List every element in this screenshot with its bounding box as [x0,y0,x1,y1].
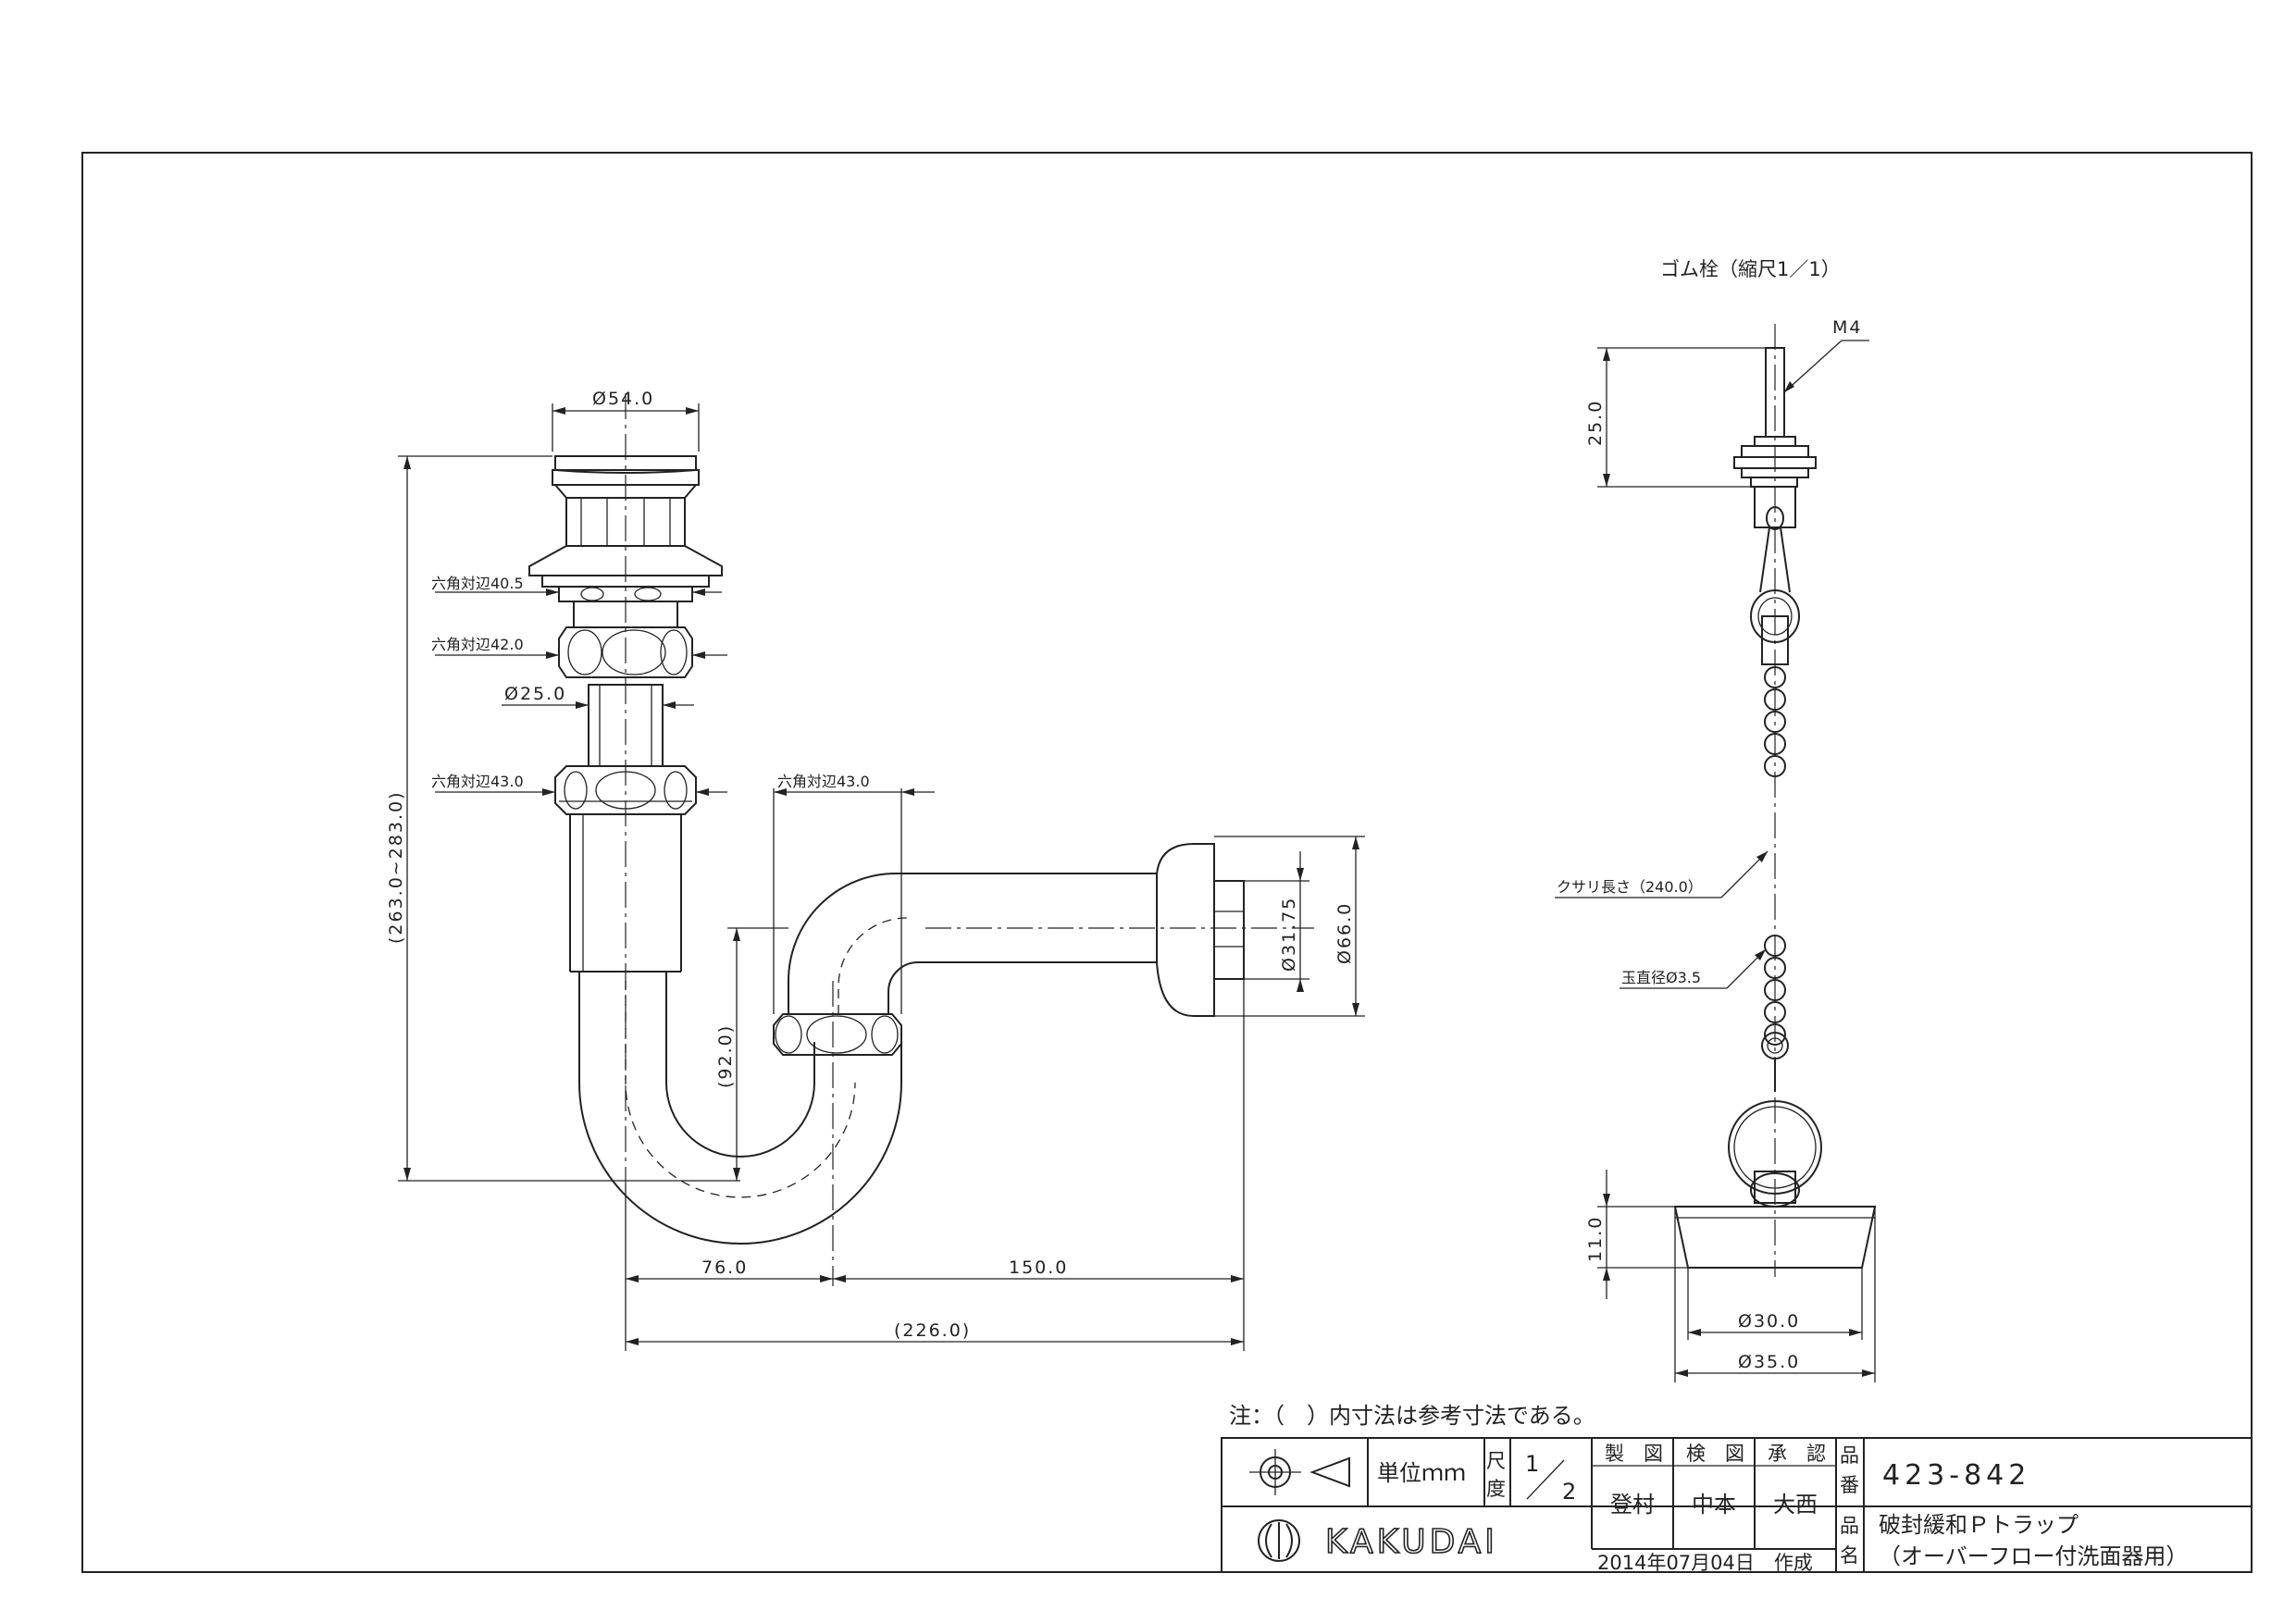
scale-numerator: 1 [1525,1451,1539,1477]
made-by: 登村 [1610,1492,1655,1518]
stopper-ring [1728,1100,1822,1195]
dim-outlet-dia: Ø31.75 [1279,897,1299,972]
dim-w76: 76.0 [701,1258,748,1278]
product-name-1: 破封緩和Ｐトラップ [1879,1512,2079,1538]
title-block: 単位ｍｍ 尺 度 1 2 製 図 検 図 承 認 登村 中本 大西 品 番 42… [1221,1437,2253,1574]
dim-rod-len: 25.0 [1585,400,1606,446]
projection-symbol-icon [1249,1449,1350,1495]
dim-hex2: 六角対辺42.0 [431,636,524,653]
dim-hex3: 六角対辺43.0 [431,773,524,790]
made-label: 製 図 [1605,1443,1663,1465]
stopper-drawing: ゴム栓（縮尺1／1） [1660,258,1877,1277]
part-no-label-2: 番 [1840,1474,1859,1496]
dim-pipe-dia: Ø25.0 [504,684,566,704]
trap-drawing [528,393,1314,1286]
check-by: 中本 [1692,1492,1736,1518]
sheet-frame [81,152,2253,1573]
u-bend [578,972,902,1245]
product-name-2: （オーバーフロー付洗面器用） [1879,1543,2188,1569]
stopper-title: ゴム栓（縮尺1／1） [1660,258,1841,280]
dim-w226: (226.0) [894,1320,971,1341]
part-no-label-1: 品 [1840,1444,1859,1467]
hex-nut-3 [554,765,697,815]
dim-ball-dia: 玉直径Ø3.5 [1621,969,1701,986]
dim-plug-d2: Ø35.0 [1738,1352,1800,1372]
dim-top-dia: Ø54.0 [592,389,654,409]
dim-chain-len: クサリ長さ（240.0） [1557,878,1703,896]
dim-plug-d1: Ø30.0 [1738,1311,1800,1332]
dim-w150: 150.0 [1009,1258,1068,1278]
dim-plug-h: 11.0 [1585,1216,1606,1262]
name-label-2: 名 [1840,1544,1859,1567]
trap-dimensions: Ø54.0 (263.0~283.0) 六角対辺40.5 六角対辺42.0 Ø2… [386,389,1365,1351]
approve-label: 承 認 [1768,1443,1826,1465]
part-no: 423-842 [1882,1459,2030,1492]
dim-trap-height: (92.0) [715,1024,736,1088]
check-label: 検 図 [1686,1443,1744,1465]
scale-label-2: 度 [1486,1478,1506,1500]
dim-hex1: 六角対辺40.5 [431,575,524,592]
stopper-dimensions: M4 25.0 クサリ長さ（240.0） 玉直径Ø3.5 11.0 Ø30.0 [1555,317,1876,1382]
dim-flange-dia: Ø66.0 [1334,902,1355,964]
creation-date: 2014年07月04日 作成 [1597,1552,1813,1574]
name-label-1: 品 [1840,1515,1859,1537]
reference-note: 注：（ ）内寸法は参考寸法である。 [1229,1403,1595,1429]
approve-by: 大西 [1773,1492,1818,1518]
wall-flange [1156,843,1215,1017]
dim-m4: M4 [1832,317,1862,338]
scale-denominator: 2 [1562,1479,1576,1505]
unit-label: 単位ｍｍ [1377,1460,1466,1486]
dim-hex4: 六角対辺43.0 [777,773,870,790]
dim-total-height: (263.0~283.0) [386,790,406,944]
kakudai-logo: KAKUDAI [1258,1519,1498,1562]
scale-label-1: 尺 [1486,1450,1506,1472]
logo-text: KAKUDAI [1325,1523,1498,1561]
hex-nut-4 [773,1013,902,1056]
